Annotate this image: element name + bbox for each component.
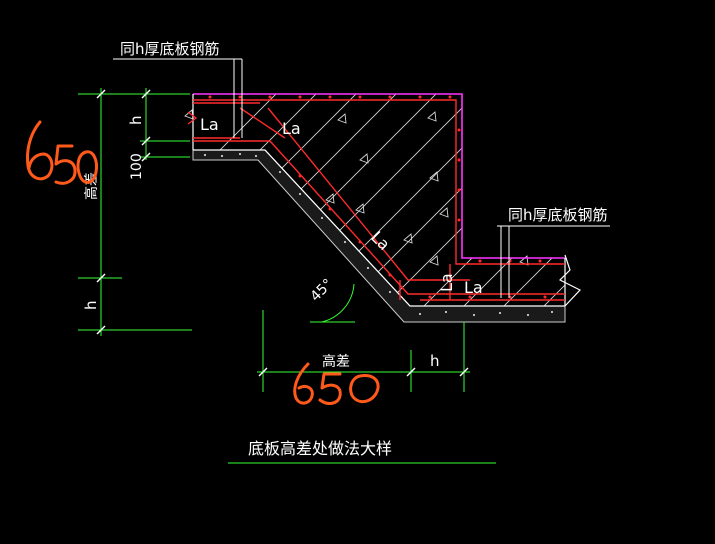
la-label-top-left: La (200, 115, 219, 134)
dimension-h-upper: h (127, 115, 145, 125)
top-rebar-callout: 同h厚底板钢筋 (120, 40, 220, 58)
detail-caption: 底板高差处做法大样 (248, 439, 392, 458)
dimension-h-lower: h (82, 300, 100, 310)
handwritten-650-bottom (293, 362, 380, 405)
dimension-ticks (96, 89, 469, 377)
callout-leaders (113, 58, 610, 298)
concrete-outline (192, 93, 566, 307)
la-label-top-mid: La (282, 119, 301, 138)
dimension-100: 100 (129, 153, 145, 180)
angle-label: 45° (308, 276, 337, 305)
dimension-lines (78, 88, 470, 392)
la-label-bottom: La (464, 278, 483, 297)
dimension-height-diff-bottom: 高差 (322, 353, 350, 370)
la-label-vertical: La (437, 273, 456, 292)
aggregate-triangles (184, 109, 529, 266)
right-rebar-callout: 同h厚底板钢筋 (508, 206, 608, 224)
dimension-height-diff-left: 高差 (83, 172, 100, 200)
break-line (558, 254, 581, 307)
la-label-slope: La (367, 227, 394, 254)
rebar-lines (187, 99, 565, 301)
rebar-dots (208, 95, 547, 299)
handwritten-650-left (26, 120, 98, 185)
dimension-h-bottom: h (430, 352, 440, 370)
